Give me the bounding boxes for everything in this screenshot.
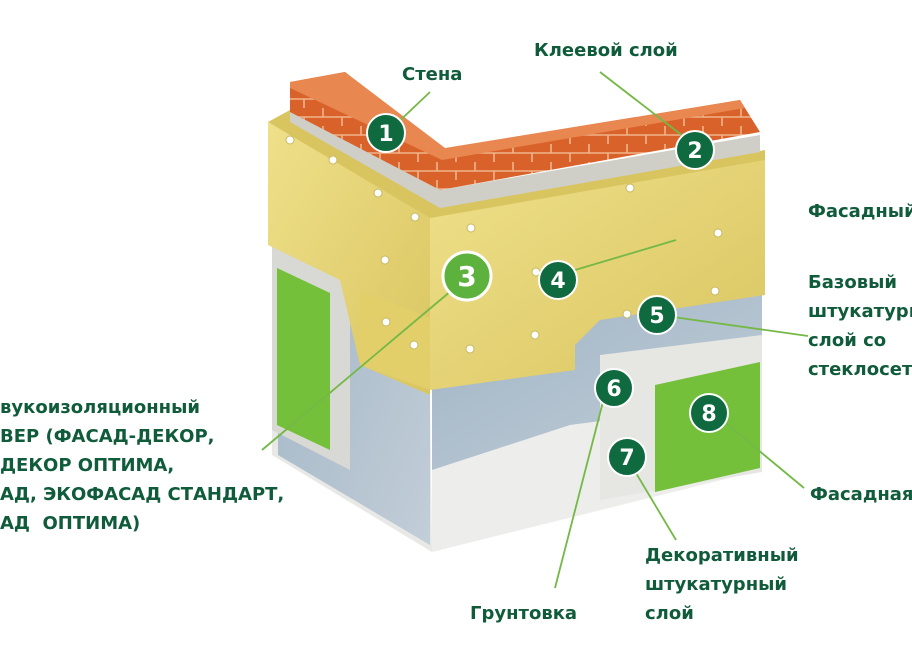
svg-text:3: 3 (457, 260, 476, 293)
left-face-paint (277, 268, 330, 450)
badge-1: 1 (366, 113, 406, 153)
top-brick-wall (290, 72, 760, 190)
top-glue-layer (290, 110, 760, 208)
badge-6: 6 (594, 368, 634, 408)
svg-text:1: 1 (378, 122, 393, 147)
badge-3: 3 (441, 250, 493, 302)
left-face-wool-lower (360, 290, 430, 390)
svg-text:5: 5 (649, 304, 664, 329)
label-facade-dowel: Фасадный (808, 201, 912, 222)
svg-text:4: 4 (550, 269, 565, 294)
label-wall: Стена (402, 64, 463, 85)
svg-text:2: 2 (687, 139, 702, 164)
badge-7: 7 (607, 437, 647, 477)
label-primer: Грунтовка (470, 603, 578, 624)
svg-text:6: 6 (606, 377, 621, 402)
top-wool-edge (268, 110, 765, 218)
label-base-plaster: Базовый штукатурн слой со стеклосетк (808, 272, 912, 380)
label-insulation: вукоизоляционный ВЕР (ФАСАД-ДЕКОР, ДЕКОР… (0, 397, 285, 534)
svg-text:8: 8 (701, 402, 716, 427)
badge-4: 4 (538, 260, 578, 300)
label-glue-layer: Клеевой слой (534, 40, 678, 61)
badge-5: 5 (637, 295, 677, 335)
right-face-wool (430, 155, 765, 390)
label-decor-plaster: Декоративный штукатурный слой (645, 545, 799, 624)
label-facade-paint: Фасадная (810, 484, 912, 505)
svg-text:7: 7 (619, 446, 634, 471)
badge-2: 2 (675, 130, 715, 170)
badge-8: 8 (689, 393, 729, 433)
dowel-set (285, 135, 723, 354)
